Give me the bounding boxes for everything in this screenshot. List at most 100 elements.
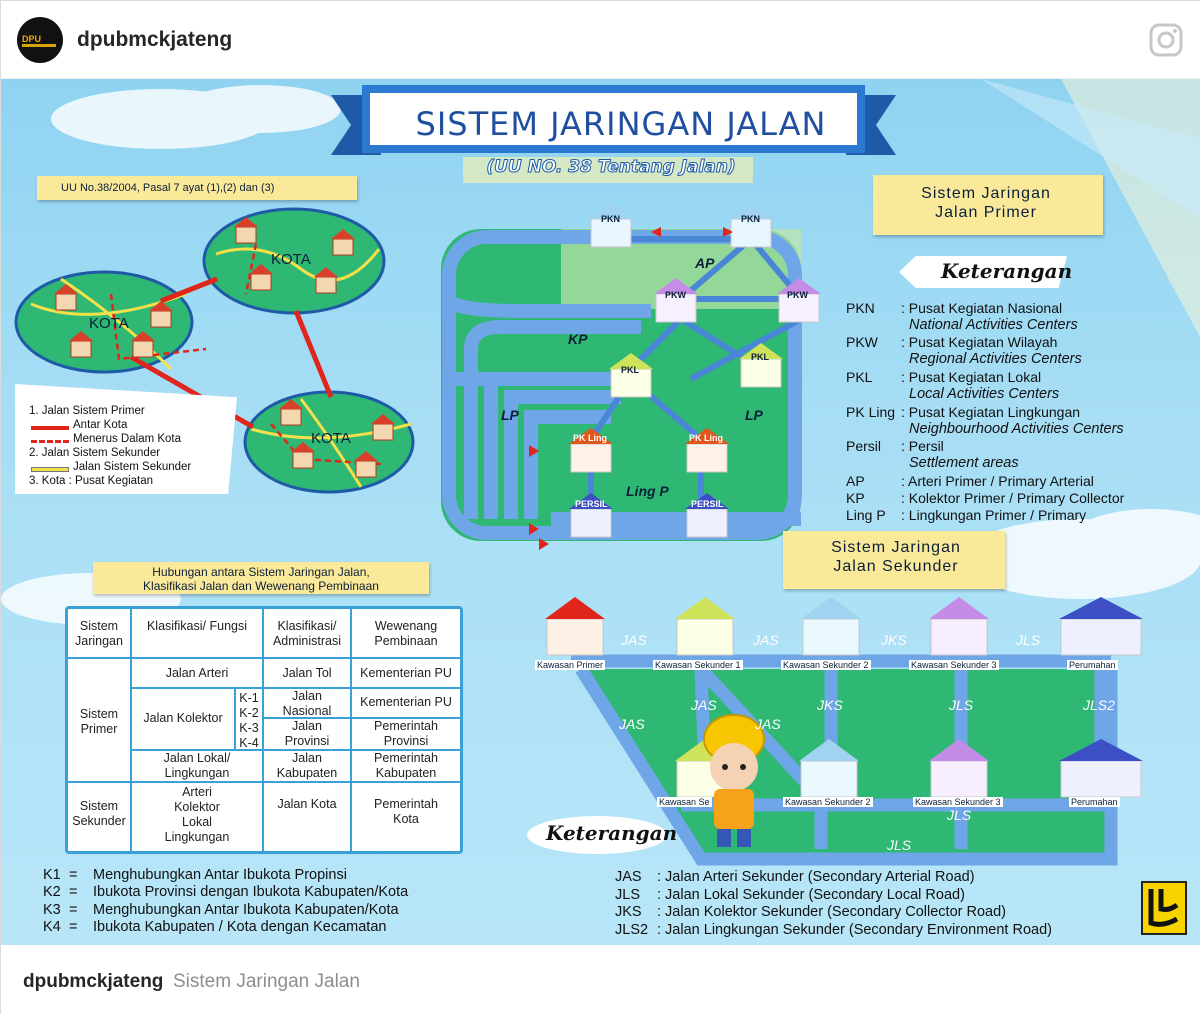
instagram-icon[interactable] — [1149, 23, 1183, 57]
legend-dashed-line — [31, 440, 69, 443]
legend-yellow-line — [31, 467, 69, 472]
kp-label: KP — [568, 331, 588, 347]
road-label-jks: JKS — [881, 632, 907, 648]
table-divider — [350, 609, 352, 851]
keterangan-abbr: AP — [846, 473, 865, 489]
keterangan-desc: : Pusat Kegiatan Wilayah — [901, 334, 1058, 350]
keterangan-en: Neighbourhood Activities Centers — [909, 421, 1124, 437]
keterangan-sekunder-abbr: JLS2 — [615, 922, 649, 938]
keterangan-abbr: KP — [846, 490, 865, 506]
table-cell-sistem-primer: Sistem Primer — [79, 707, 119, 736]
road-label-jas: JAS — [753, 632, 779, 648]
table-cell: Jalan Nasional — [282, 689, 332, 718]
caption-text: Sistem Jaringan Jalan — [173, 971, 360, 992]
table-divider — [132, 749, 460, 751]
k-note-eq: = — [69, 884, 78, 900]
table-cell: Pemerintah Kota — [374, 797, 438, 826]
lp-label: LP — [745, 407, 763, 423]
persil-label: PERSIL — [575, 499, 608, 509]
kota-label: KOTA — [271, 251, 311, 268]
table-divider — [264, 717, 460, 719]
keterangan-en: Local Activities Centers — [909, 386, 1060, 402]
primer-tag — [873, 175, 1103, 235]
legend-red-line — [31, 426, 69, 430]
pkw-label: PKW — [665, 290, 686, 300]
road-label-jas: JAS — [691, 697, 717, 713]
kawasan-label: Kawasan Sekunder 3 — [913, 797, 1003, 807]
kota-label: KOTA — [89, 315, 129, 332]
road-label-jls: JLS — [949, 697, 974, 713]
road-label-jls: JLS — [947, 807, 972, 823]
avatar[interactable]: DPU — [17, 17, 63, 63]
keterangan-desc: : Arteri Primer / Primary Arterial — [901, 473, 1094, 489]
title-ribbon — [331, 85, 896, 183]
infographic-art — [1, 79, 1200, 866]
keterangan-desc: : Pusat Kegiatan Lingkungan — [901, 404, 1081, 420]
table-cell-k: K-2 — [239, 706, 259, 720]
keterangan-en: Regional Activities Centers — [909, 351, 1082, 367]
keterangan-abbr: PKW — [846, 334, 878, 350]
table-cell-k: K-3 — [239, 721, 259, 735]
dpu-logo-icon: DPU — [22, 34, 42, 44]
pkn-label: PKN — [741, 214, 761, 224]
table-cell: Pemerintah Kabupaten — [374, 751, 438, 780]
table-cell: Jalan Arteri — [165, 666, 229, 680]
k-note-text: Menghubungkan Antar Ibukota Kabupaten/Ko… — [93, 902, 399, 918]
table-divider — [132, 687, 460, 689]
hubungan-title-line2: Klasifikasi Jalan dan Wewenang Pembinaan — [143, 579, 379, 593]
sekunder-diagram — [545, 597, 1143, 866]
caption-username-link[interactable]: dpubmckjateng — [23, 971, 164, 992]
legend-left-box — [15, 384, 237, 494]
table-cell-sistem-sekunder: Sistem Sekunder — [72, 799, 126, 828]
legend-item: 3. Kota : Pusat Kegiatan — [29, 475, 154, 487]
keterangan-en: Settlement areas — [909, 455, 1019, 471]
worker-mascot — [703, 714, 765, 847]
kawasan-label: Perumahan — [1067, 660, 1118, 670]
table-header: Sistem Jaringan — [75, 619, 123, 648]
legend-item: 1. Jalan Sistem Primer — [29, 405, 145, 417]
road-label-jls: JLS — [887, 837, 912, 853]
kawasan-label: Kawasan Sekunder 1 — [653, 660, 743, 670]
sekunder-tag — [783, 531, 1005, 589]
avatar-stripe — [22, 44, 56, 47]
keterangan-sekunder-abbr: JKS — [615, 904, 642, 920]
k-note-eq: = — [69, 902, 78, 918]
pkl-label: PKL — [751, 352, 769, 362]
k-note-eq: = — [69, 919, 78, 935]
username-link[interactable]: dpubmckjateng — [77, 28, 233, 51]
lp-label: LP — [501, 407, 519, 423]
post-header: DPU dpubmckjateng — [1, 1, 1200, 79]
keterangan-primer-box — [899, 256, 1067, 288]
pkl-label: PKL — [621, 365, 639, 375]
k-note-key: K3 — [43, 902, 61, 918]
keterangan-abbr: Ling P — [846, 507, 886, 523]
keterangan-sekunder-desc: : Jalan Lingkungan Sekunder (Secondary E… — [657, 922, 1052, 938]
keterangan-sekunder-abbr: JAS — [615, 869, 642, 885]
post-title: SISTEM JARINGAN JALAN — [415, 105, 827, 143]
legend-item: Menerus Dalam Kota — [73, 433, 182, 445]
table-divider — [262, 609, 264, 851]
table-cell: Kementerian PU — [360, 666, 452, 680]
table-header: Klasifikasi/ Administrasi — [272, 619, 342, 648]
table-cell: Arteri Kolektor Lokal Lingkungan — [164, 785, 230, 844]
keterangan-primer-title: Keterangan — [941, 259, 1073, 283]
kawasan-label: Kawasan Sekunder 2 — [783, 797, 873, 807]
keterangan-sekunder-abbr: JLS — [615, 887, 640, 903]
primer-diagram — [441, 203, 821, 550]
k-note-eq: = — [69, 867, 78, 883]
table-divider — [68, 781, 460, 783]
road-label-jas: JAS — [619, 716, 645, 732]
table-cell-k: K-1 — [239, 691, 259, 705]
klasifikasi-table: Sistem Jaringan Klasifikasi/ Fungsi Klas… — [65, 606, 463, 854]
keterangan-en: National Activities Centers — [909, 317, 1078, 333]
keterangan-abbr: PKN — [846, 300, 875, 316]
table-cell: Jalan Kota — [277, 797, 337, 811]
table-cell: Jalan Lokal/ Lingkungan — [163, 751, 231, 780]
kawasan-label: Kawasan Sekunder 2 — [781, 660, 871, 670]
keterangan-desc: : Lingkungan Primer / Primary — [901, 507, 1087, 523]
sekunder-tag-line2: Jalan Sekunder — [833, 558, 959, 575]
keterangan-desc: : Persil — [901, 438, 944, 454]
table-cell-k: K-4 — [239, 736, 259, 750]
kota-diagram — [14, 207, 415, 494]
